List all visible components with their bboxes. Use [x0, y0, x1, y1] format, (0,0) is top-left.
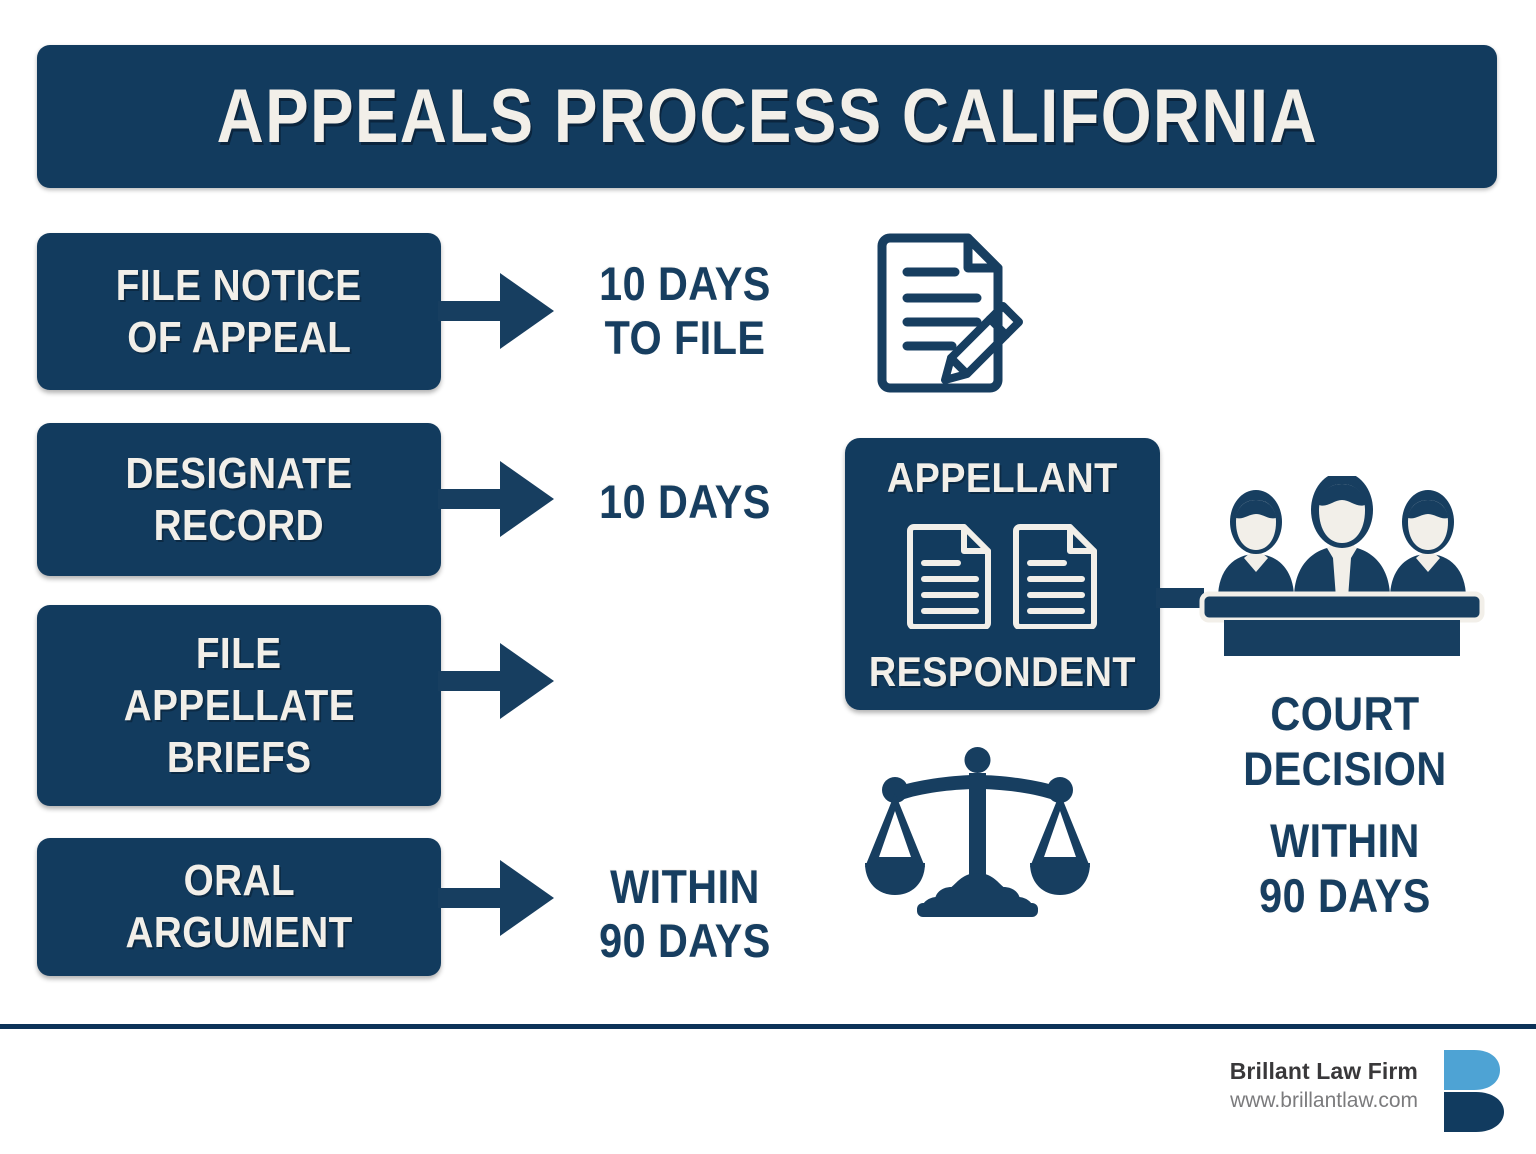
arrow-shaft: [438, 489, 510, 509]
step-label-line: RECORD: [153, 500, 325, 550]
arrow-head: [500, 860, 554, 936]
timing-label-file-notice: 10 DAYS TO FILE: [560, 257, 810, 365]
footer-divider: [0, 1024, 1536, 1029]
step-box-designate-record[interactable]: DESIGNATE RECORD: [37, 423, 441, 576]
spacer: [1195, 796, 1495, 813]
timing-line: 90 DAYS: [599, 914, 771, 967]
arrow-shaft: [438, 301, 510, 321]
scales-of-justice-icon: [865, 745, 1090, 935]
page-title: APPEALS PROCESS CALIFORNIA: [216, 74, 1318, 159]
court-decision-line: COURT: [1270, 687, 1420, 740]
timing-line: 10 DAYS: [599, 257, 771, 310]
document-icon: [1012, 524, 1097, 629]
arrow-head: [500, 643, 554, 719]
parties-box-appellant-respondent[interactable]: APPELLANT: [845, 438, 1160, 710]
timing-label-designate-record: 10 DAYS: [560, 475, 810, 529]
arrow-icon-step-4: [438, 860, 554, 936]
timing-label-oral-argument: WITHIN 90 DAYS: [560, 860, 810, 968]
step-label-line: FILE NOTICE: [116, 260, 362, 310]
arrow-shaft: [438, 671, 510, 691]
court-decision-label: COURT DECISION WITHIN 90 DAYS: [1195, 686, 1495, 923]
judges-bench-icon: [1196, 472, 1488, 658]
timing-line: TO FILE: [604, 311, 766, 364]
court-timing-line: 90 DAYS: [1259, 869, 1431, 922]
connector-line-parties-to-court: [1156, 588, 1204, 608]
brillant-b-logo: [1440, 1048, 1504, 1134]
step-label-line: APPELLATE: [123, 680, 355, 730]
arrow-head: [500, 461, 554, 537]
arrow-icon-step-2: [438, 461, 554, 537]
step-label-line: ARGUMENT: [125, 908, 353, 957]
step-box-oral-argument[interactable]: ORAL ARGUMENT: [37, 838, 441, 976]
timing-line: 10 DAYS: [599, 475, 771, 528]
step-box-file-appellate-briefs[interactable]: FILE APPELLATE BRIEFS: [37, 605, 441, 806]
footer-branding: Brillant Law Firm www.brillantlaw.com: [1230, 1056, 1418, 1116]
firm-website-url[interactable]: www.brillantlaw.com: [1230, 1089, 1418, 1112]
arrow-shaft: [438, 888, 510, 908]
step-box-file-notice-of-appeal[interactable]: FILE NOTICE OF APPEAL: [37, 233, 441, 390]
step-label-line: DESIGNATE: [125, 448, 353, 498]
parties-documents-group: [906, 521, 1100, 629]
document-icon: [906, 524, 991, 629]
step-label-line: ORAL: [183, 856, 295, 905]
appellant-label: APPELLANT: [887, 454, 1118, 501]
court-timing-line: WITHIN: [1270, 814, 1420, 867]
respondent-label: RESPONDENT: [868, 648, 1137, 695]
court-decision-line: DECISION: [1243, 742, 1447, 795]
step-label-line: BRIEFS: [166, 732, 312, 782]
firm-name: Brillant Law Firm: [1229, 1058, 1418, 1084]
arrow-icon-step-3: [438, 643, 554, 719]
arrow-head: [500, 273, 554, 349]
header-banner: APPEALS PROCESS CALIFORNIA: [37, 45, 1497, 188]
timing-line: WITHIN: [610, 860, 760, 913]
step-label-line: OF APPEAL: [126, 312, 352, 362]
document-pencil-icon: [872, 224, 1032, 394]
arrow-icon-step-1: [438, 273, 554, 349]
step-label-line: FILE: [196, 628, 282, 678]
